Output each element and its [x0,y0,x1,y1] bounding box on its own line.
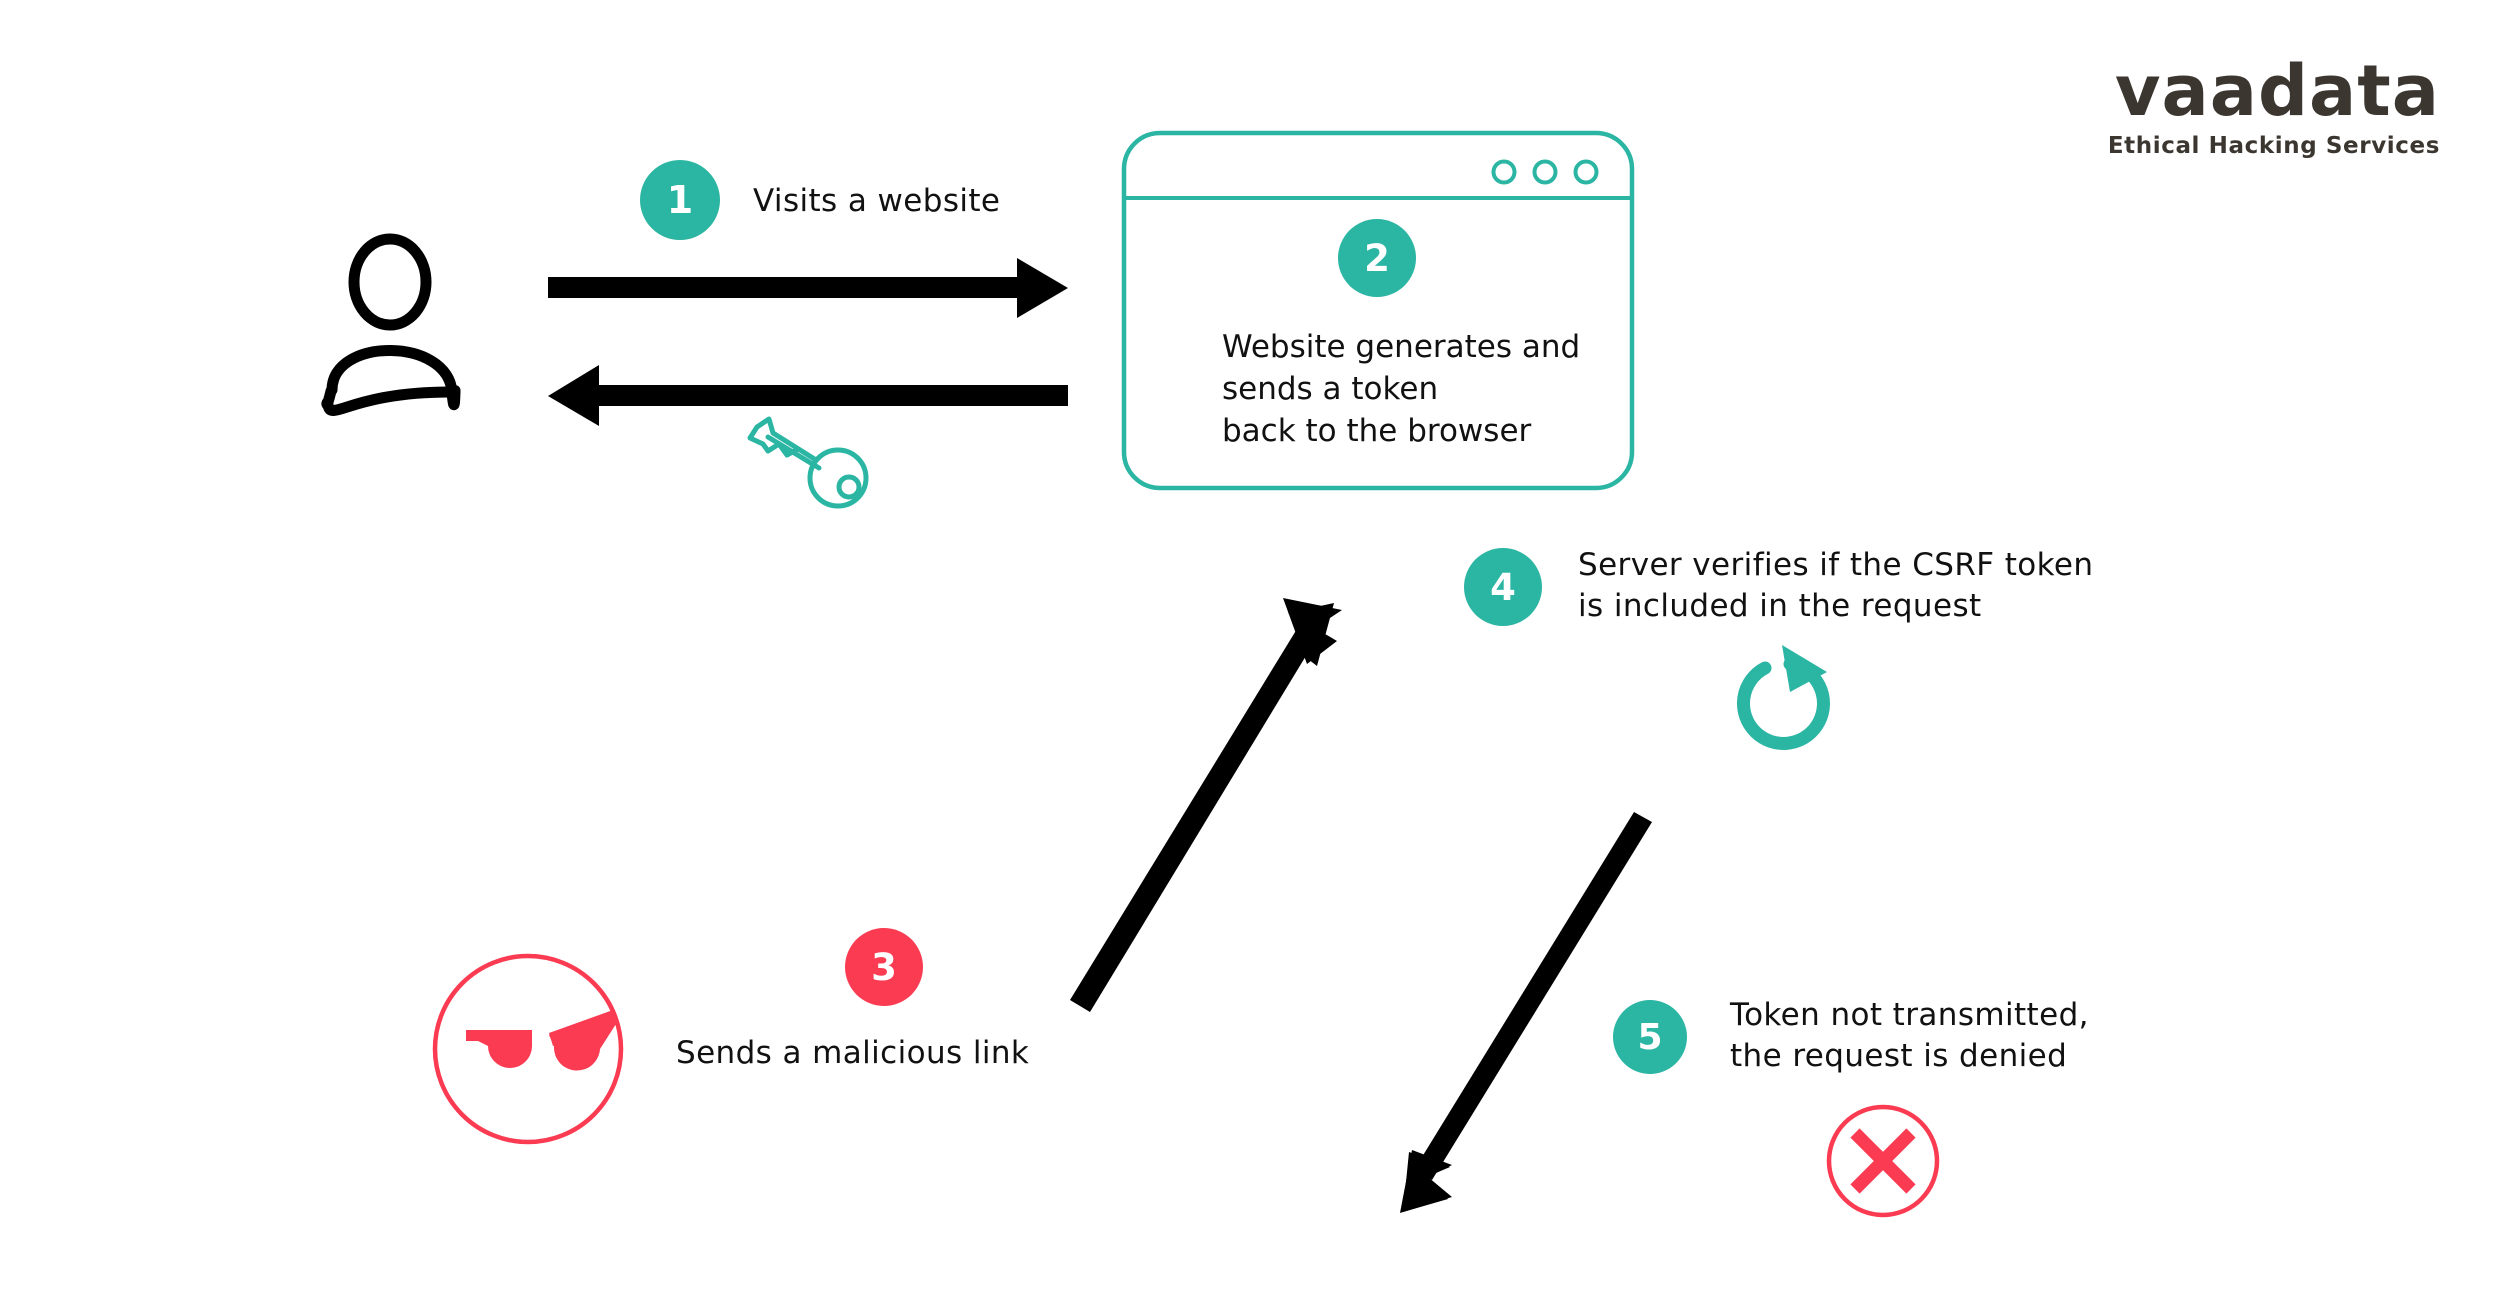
arrow-server-denied [1400,812,1652,1213]
step-badge-4-number: 4 [1490,565,1516,609]
step-badge-3[interactable]: 3 [845,928,923,1006]
step-badge-1-number: 1 [666,178,694,222]
step-badge-1[interactable]: 1 [640,160,720,240]
step-badge-3-number: 3 [871,945,897,989]
step-4-label: Server verifies if the CSRF token is inc… [1578,547,2094,624]
window-dot-icon [1491,159,1517,185]
step-badge-4[interactable]: 4 [1464,548,1542,626]
window-dot-icon [1532,159,1558,185]
denied-cross-circle-icon [1826,1104,1940,1218]
arrow-website-to-user [548,365,1068,426]
step-3-label: Sends a malicious link [676,1035,1030,1071]
step-5-label: Token not transmitted, the request is de… [1730,997,2089,1074]
arrow-user-to-website [548,258,1068,318]
step-badge-2[interactable]: 2 [1338,219,1416,297]
step-2-label: Website generates and sends a token back… [1222,329,1581,449]
step-badge-5-number: 5 [1637,1016,1663,1058]
step-badge-2-number: 2 [1364,236,1390,280]
brand-tagline: Ethical Hacking Services [2107,133,2440,159]
browser-window [1121,130,1635,491]
step-badge-5[interactable]: 5 [1613,1000,1687,1074]
refresh-circular-arrow-icon [1737,645,1830,750]
user-person-icon [321,233,461,416]
brand-logo: vaadata Ethical Hacking Services [2030,55,2440,159]
window-dot-icon [1573,159,1599,185]
arrow-attacker-to-server [1070,598,1342,1012]
key-icon [747,416,869,509]
angry-hacker-face-icon [432,953,624,1145]
step-1-label: Visits a website [753,183,1001,219]
brand-name: vaadata [2114,50,2440,132]
